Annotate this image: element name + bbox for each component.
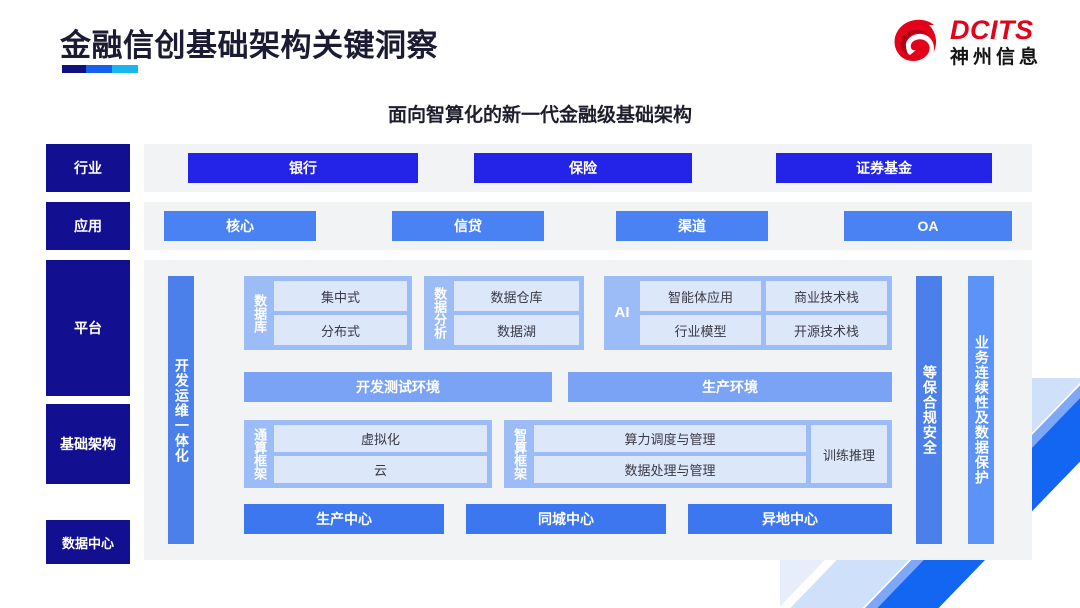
brand-logo: DCITS 神州信息 — [890, 16, 1042, 68]
application-chip-oa[interactable]: OA — [844, 211, 1012, 241]
logo-en-text: DCITS — [949, 15, 1034, 45]
group-cells-database: 集中式 分布式 — [274, 281, 407, 345]
cell-row: 行业模型 开源技术栈 — [640, 315, 887, 345]
cell-row: 虚拟化 — [274, 425, 487, 452]
rail-devops: 开发运维一体化 — [168, 276, 194, 544]
cell-row: 算力调度与管理 — [534, 425, 806, 452]
cell-row: 云 — [274, 456, 487, 483]
layer-label-datacenter: 数据中心 — [46, 520, 130, 564]
diagram-subtitle: 面向智算化的新一代金融级基础架构 — [387, 105, 692, 126]
bar-production-center[interactable]: 生产中心 — [244, 504, 444, 534]
cell-agent-application[interactable]: 智能体应用 — [640, 281, 761, 311]
bar-dev-test-environment[interactable]: 开发测试环境 — [244, 372, 552, 402]
group-database: 数据库 集中式 分布式 — [244, 276, 412, 350]
bar-production-environment[interactable]: 生产环境 — [568, 372, 892, 402]
accent-segment-3 — [112, 65, 138, 73]
cell-industry-model[interactable]: 行业模型 — [640, 315, 761, 345]
application-panel: 核心 信贷 渠道 OA — [144, 202, 1032, 250]
cell-row: 数据湖 — [454, 315, 579, 345]
cell-row: 数据仓库 — [454, 281, 579, 311]
application-chip-channel[interactable]: 渠道 — [616, 211, 768, 241]
logo-cn-text: 神州信息 — [949, 47, 1042, 68]
group-cells-ai: 智能体应用 商业技术栈 行业模型 开源技术栈 — [640, 281, 887, 345]
page-header: 金融信创基础架构关键洞察 DCITS 神州信息 — [0, 0, 1080, 92]
cell-data-lake[interactable]: 数据湖 — [454, 315, 579, 345]
group-label-data-analysis: 数据分析 — [432, 287, 448, 339]
group-label-intelligent-compute: 智算框架 — [512, 428, 528, 480]
layer-label-platform: 平台 — [46, 260, 130, 396]
dcits-swirl-icon — [894, 19, 937, 61]
group-data-analysis: 数据分析 数据仓库 数据湖 — [424, 276, 584, 350]
industry-chip-securities[interactable]: 证券基金 — [776, 153, 992, 183]
cell-commercial-stack[interactable]: 商业技术栈 — [766, 281, 887, 311]
title-accent-rule — [62, 65, 138, 73]
cell-data-processing[interactable]: 数据处理与管理 — [534, 456, 806, 483]
rail-business-continuity: 业务连续性及数据保护 — [968, 276, 994, 544]
group-cells-intelligent-compute: 算力调度与管理 数据处理与管理 — [534, 425, 806, 483]
group-cells-data-analysis: 数据仓库 数据湖 — [454, 281, 579, 345]
cell-row: 集中式 — [274, 281, 407, 311]
group-label-general-compute: 通算框架 — [252, 428, 268, 480]
group-label-database: 数据库 — [252, 293, 268, 333]
page-title: 金融信创基础架构关键洞察 — [60, 28, 438, 63]
cell-distributed[interactable]: 分布式 — [274, 315, 407, 345]
cell-data-warehouse[interactable]: 数据仓库 — [454, 281, 579, 311]
group-general-compute-framework: 通算框架 虚拟化 云 — [244, 420, 492, 488]
group-intelligent-compute-framework: 智算框架 算力调度与管理 数据处理与管理 训练推理 — [504, 420, 892, 488]
rail-compliance-security: 等保合规安全 — [916, 276, 942, 544]
cell-opensource-stack[interactable]: 开源技术栈 — [766, 315, 887, 345]
bar-remote-center[interactable]: 异地中心 — [688, 504, 892, 534]
cell-cloud[interactable]: 云 — [274, 456, 487, 483]
cell-row: 分布式 — [274, 315, 407, 345]
layer-label-industry: 行业 — [46, 144, 130, 192]
application-chip-credit[interactable]: 信贷 — [392, 211, 544, 241]
accent-segment-2 — [86, 65, 112, 73]
layer-label-application: 应用 — [46, 202, 130, 250]
application-chip-core[interactable]: 核心 — [164, 211, 316, 241]
cell-training-inference[interactable]: 训练推理 — [811, 425, 887, 483]
group-cells-general-compute: 虚拟化 云 — [274, 425, 487, 483]
group-ai: AI 智能体应用 商业技术栈 行业模型 开源技术栈 — [604, 276, 892, 350]
cell-row: 智能体应用 商业技术栈 — [640, 281, 887, 311]
layer-label-infrastructure: 基础架构 — [46, 404, 130, 484]
industry-chip-bank[interactable]: 银行 — [188, 153, 418, 183]
logo-wordmark: DCITS 神州信息 — [949, 15, 1042, 68]
cell-compute-scheduling[interactable]: 算力调度与管理 — [534, 425, 806, 452]
accent-segment-1 — [62, 65, 86, 73]
cell-virtualization[interactable]: 虚拟化 — [274, 425, 487, 452]
platform-infrastructure-panel: 开发运维一体化 等保合规安全 业务连续性及数据保护 数据库 集中式 分布式 数据… — [144, 260, 1032, 560]
industry-chip-insurance[interactable]: 保险 — [474, 153, 692, 183]
industry-panel: 银行 保险 证券基金 — [144, 144, 1032, 192]
cell-row: 数据处理与管理 — [534, 456, 806, 483]
group-label-ai: AI — [614, 303, 630, 321]
bar-metro-center[interactable]: 同城中心 — [466, 504, 666, 534]
cell-centralized[interactable]: 集中式 — [274, 281, 407, 311]
architecture-diagram: 行业 应用 平台 基础架构 数据中心 银行 保险 证券基金 核心 信贷 渠道 O… — [0, 140, 1080, 570]
